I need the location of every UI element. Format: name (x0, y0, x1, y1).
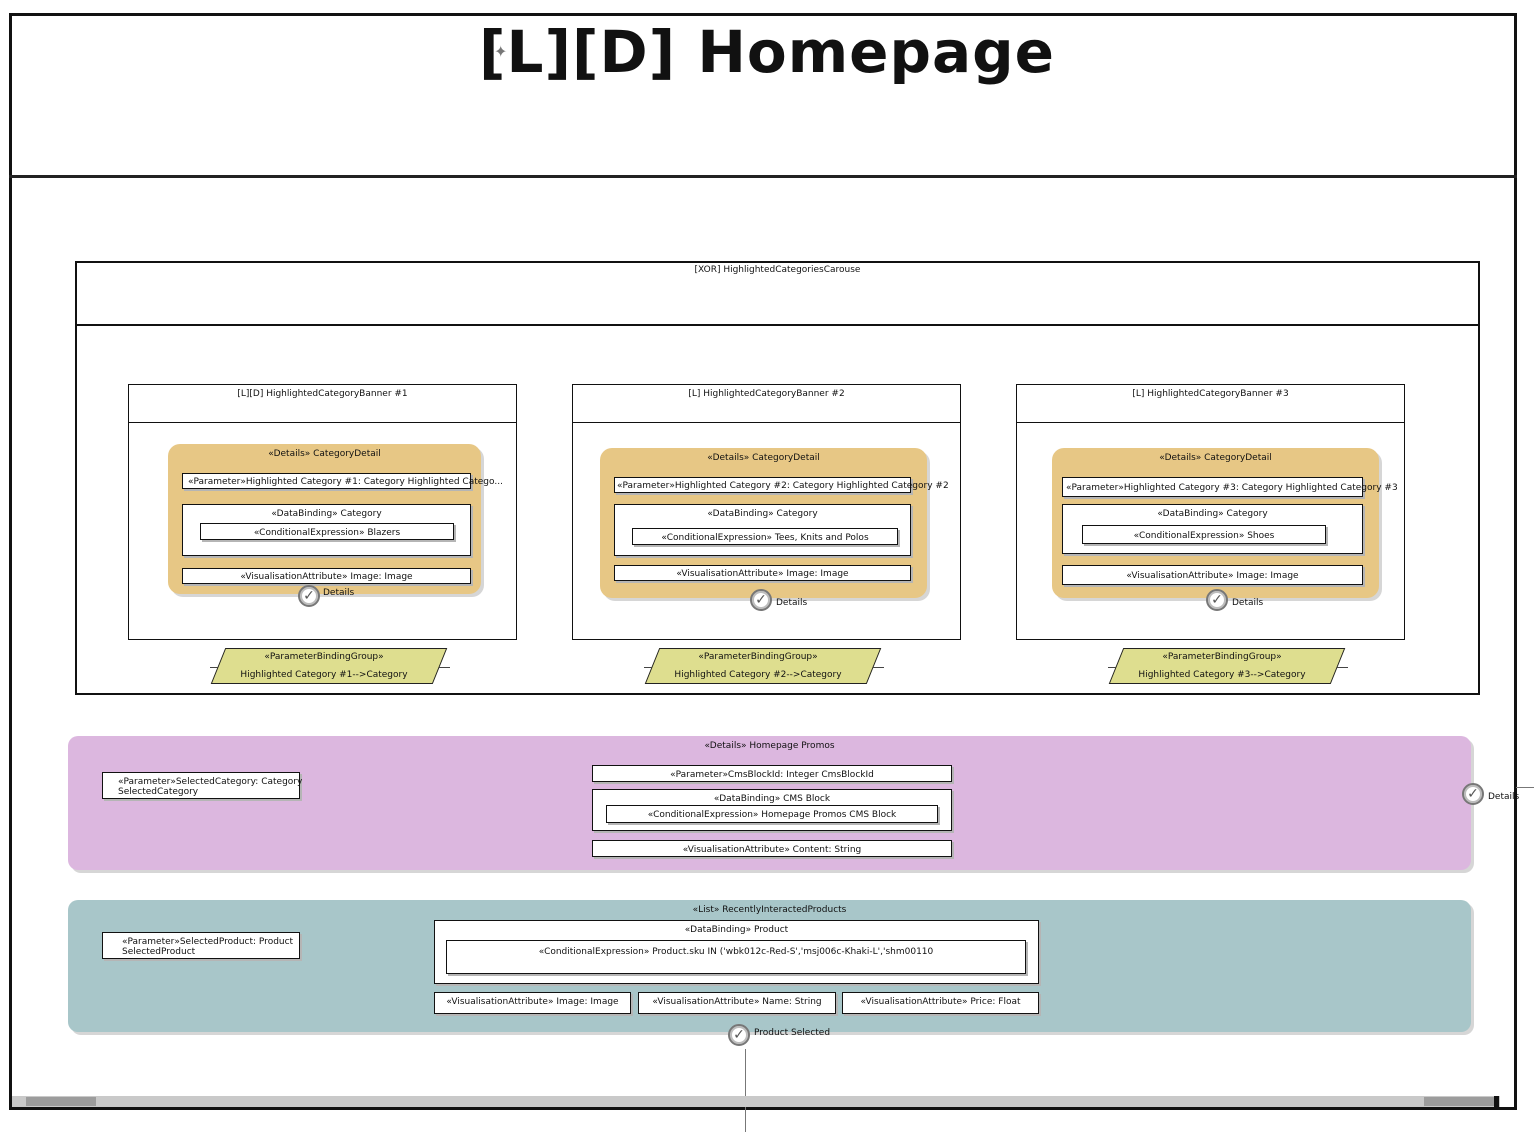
scrollbar-thumb-right[interactable] (1424, 1097, 1496, 1106)
banner-3-details-label: «Details» CategoryDetail (1159, 453, 1272, 463)
homepage-title-compartment (9, 13, 1517, 178)
check-icon[interactable]: ✓ (298, 585, 320, 607)
banner-2-conditional[interactable]: «ConditionalExpression» Tees, Knits and … (632, 528, 898, 545)
recent-conditional[interactable]: «ConditionalExpression» Product.sku IN (… (446, 940, 1026, 974)
banner-1-title: [L][D] HighlightedCategoryBanner #1 (237, 389, 408, 399)
recent-products-label: «List» RecentlyInteractedProducts (692, 905, 847, 915)
recent-databinding-label: «DataBinding» Product (684, 925, 789, 935)
recent-vis-price[interactable]: «VisualisationAttribute» Price: Float (842, 992, 1039, 1014)
banner-2-parameter[interactable]: «Parameter»Highlighted Category #2: Cate… (614, 477, 949, 493)
banner-2-details-label: «Details» CategoryDetail (707, 453, 820, 463)
promos-visualisation[interactable]: «VisualisationAttribute» Content: String (592, 840, 952, 857)
recent-event-line (745, 1049, 746, 1132)
star-icon: ✦ (494, 42, 508, 61)
recent-parameter[interactable] (102, 932, 300, 959)
carousel-divider (76, 324, 1478, 326)
pbg-3-text: Highlighted Category #3-->Category (1138, 670, 1306, 680)
banner-2-divider (573, 422, 960, 423)
promos-label: «Details» Homepage Promos (704, 741, 835, 751)
recent-event-label: Product Selected (754, 1028, 831, 1038)
banner-3-divider (1017, 422, 1404, 423)
check-icon[interactable]: ✓ (728, 1024, 750, 1046)
recent-parameter-line2: SelectedProduct (122, 947, 196, 957)
recent-vis-image[interactable]: «VisualisationAttribute» Image: Image (434, 992, 631, 1014)
promos-event-label: Details (1488, 792, 1520, 802)
banner-1-parameter[interactable]: «Parameter»Highlighted Category #1: Cate… (182, 473, 503, 489)
page-title: [L][D] Homepage (479, 18, 1055, 86)
banner-3-title: [L] HighlightedCategoryBanner #3 (1132, 389, 1289, 399)
banner-3-event-label: Details (1232, 598, 1264, 608)
banner-3-databinding-label: «DataBinding» Category (1157, 509, 1268, 519)
banner-1-event-label: Details (323, 588, 355, 598)
banner-1-databinding-label: «DataBinding» Category (271, 509, 382, 519)
banner-1-visualisation[interactable]: «VisualisationAttribute» Image: Image (182, 568, 471, 584)
promos-parameter-line1: «Parameter»SelectedCategory: Category (118, 777, 303, 787)
banner-1-conditional[interactable]: «ConditionalExpression» Blazers (200, 523, 454, 540)
banner-1-details-label: «Details» CategoryDetail (268, 449, 381, 459)
promos-parameter-line2: SelectedCategory (118, 787, 199, 797)
recent-parameter-line1: «Parameter»SelectedProduct: Product (122, 937, 294, 947)
promos-parameter[interactable] (102, 772, 300, 799)
check-icon[interactable]: ✓ (1462, 783, 1484, 805)
scrollbar-thumb-left[interactable] (26, 1097, 96, 1106)
promos-conditional[interactable]: «ConditionalExpression» Homepage Promos … (606, 805, 938, 823)
banner-2-visualisation[interactable]: «VisualisationAttribute» Image: Image (614, 565, 911, 581)
pbg-1-stereotype: «ParameterBindingGroup» (264, 652, 384, 662)
pbg-2-text: Highlighted Category #2-->Category (674, 670, 842, 680)
banner-3-parameter[interactable]: «Parameter»Highlighted Category #3: Cate… (1062, 477, 1398, 497)
pbg-3-stereotype: «ParameterBindingGroup» (1162, 652, 1282, 662)
pbg-1-text: Highlighted Category #1-->Category (240, 670, 408, 680)
pbg-2-stereotype: «ParameterBindingGroup» (698, 652, 818, 662)
banner-1-divider (129, 422, 516, 423)
horizontal-scrollbar[interactable] (12, 1096, 1500, 1107)
banner-3-conditional[interactable]: «ConditionalExpression» Shoes (1082, 525, 1326, 544)
banner-2-event-label: Details (776, 598, 808, 608)
scrollbar-end-cap (1494, 1096, 1499, 1108)
promos-databinding-label: «DataBinding» CMS Block (713, 794, 831, 804)
check-icon[interactable]: ✓ (750, 589, 772, 611)
recent-vis-name[interactable]: «VisualisationAttribute» Name: String (638, 992, 836, 1014)
promos-cms-parameter[interactable]: «Parameter»CmsBlockId: Integer CmsBlockI… (592, 765, 952, 782)
promos-event-line (1516, 787, 1534, 788)
check-icon[interactable]: ✓ (1206, 589, 1228, 611)
banner-2-title: [L] HighlightedCategoryBanner #2 (688, 389, 845, 399)
banner-3-visualisation[interactable]: «VisualisationAttribute» Image: Image (1062, 565, 1363, 585)
banner-2-databinding-label: «DataBinding» Category (707, 509, 818, 519)
carousel-label: [XOR] HighlightedCategoriesCarouse (694, 265, 861, 275)
